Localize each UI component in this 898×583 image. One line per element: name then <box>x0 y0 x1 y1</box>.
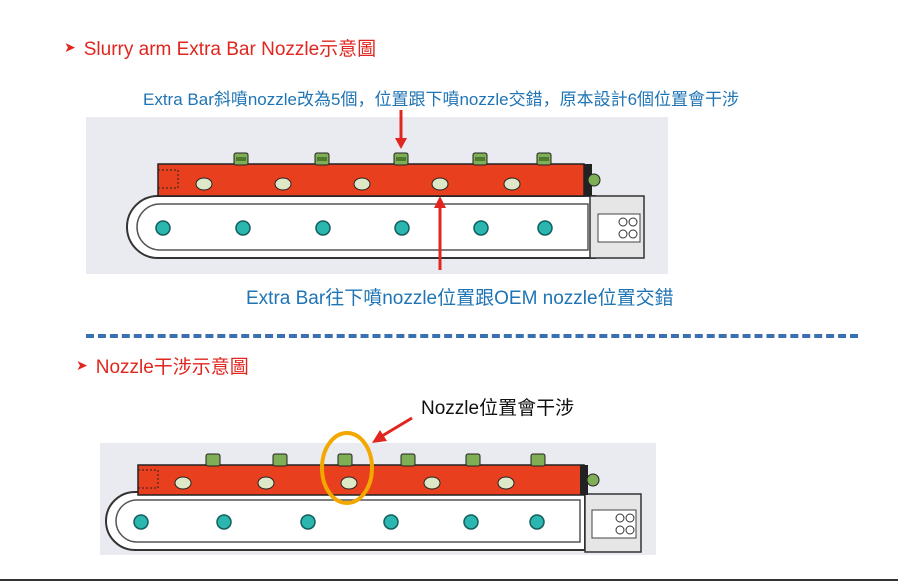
arm-end-block <box>589 195 645 259</box>
angled-nozzle <box>337 453 353 467</box>
angled-nozzle <box>400 453 416 467</box>
arrowhead-bullet-icon: ➤ <box>76 357 88 373</box>
red-pointer-arrow-icon <box>372 416 413 443</box>
arm-end-block <box>584 493 642 553</box>
angled-nozzle <box>472 152 488 166</box>
section2-title: ➤ Nozzle干涉示意圖 <box>76 352 249 379</box>
section1-bottom-note: Extra Bar往下噴nozzle位置跟OEM nozzle位置交錯 <box>246 288 674 309</box>
angled-nozzle <box>314 152 330 166</box>
angled-nozzle <box>465 453 481 467</box>
angled-nozzle <box>393 152 409 166</box>
oem-nozzles <box>133 514 545 530</box>
bottom-border-line <box>0 579 898 581</box>
angled-nozzle <box>536 152 552 166</box>
angled-nozzle <box>233 152 249 166</box>
section1-title-text: Slurry arm Extra Bar Nozzle示意圖 <box>83 39 377 60</box>
interference-highlight-ellipse <box>320 431 374 505</box>
angled-nozzle <box>205 453 221 467</box>
section2-title-text: Nozzle干涉示意圖 <box>95 357 249 378</box>
lower-arm <box>126 195 596 259</box>
angled-nozzle <box>530 453 546 467</box>
down-nozzles <box>195 177 521 191</box>
arrowhead-bullet-icon: ➤ <box>64 39 76 55</box>
oem-nozzles <box>155 220 553 236</box>
red-pointer-arrow-icon <box>434 196 446 270</box>
angled-nozzles <box>233 152 552 166</box>
angled-nozzle <box>272 453 288 467</box>
section-divider <box>86 334 858 338</box>
interference-callout: Nozzle位置會干涉 <box>421 398 575 419</box>
section1-top-note: Extra Bar斜噴nozzle改為5個，位置跟下噴nozzle交錯，原本設計… <box>143 90 740 109</box>
angled-nozzles <box>205 453 546 467</box>
section1-title: ➤ Slurry arm Extra Bar Nozzle示意圖 <box>64 34 376 61</box>
lower-arm <box>105 491 586 551</box>
down-nozzles <box>174 476 515 490</box>
red-pointer-arrow-icon <box>395 110 407 149</box>
